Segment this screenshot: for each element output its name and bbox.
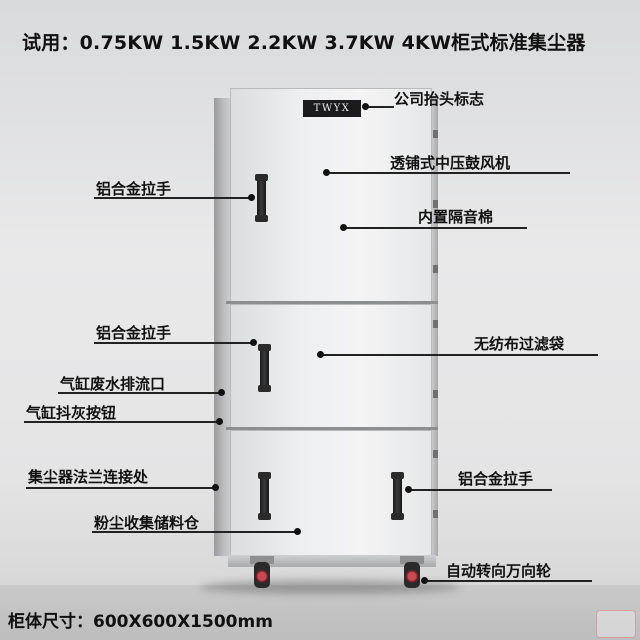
callout-flange: 集尘器法兰连接处 <box>28 468 149 486</box>
floor <box>0 585 640 640</box>
callout-drain-outlet: 气缸废水排流口 <box>60 375 166 393</box>
cabinet-base <box>228 555 436 567</box>
callout-handle-bot: 铝合金拉手 <box>458 470 534 488</box>
side-vent <box>433 320 438 328</box>
callout-shake-button: 气缸抖灰按钮 <box>26 404 117 422</box>
cabinet-left-side <box>214 98 232 556</box>
caster-mount <box>250 556 274 564</box>
door-handle-icon <box>258 472 271 520</box>
callout-line <box>94 197 252 199</box>
callout-casters: 自动转向万向轮 <box>446 562 552 580</box>
door-seam <box>226 301 438 304</box>
callout-dot <box>421 577 428 584</box>
callout-filter-bag: 无纺布过滤袋 <box>474 335 565 353</box>
door-handle-icon <box>391 472 404 520</box>
callout-dot <box>248 194 255 201</box>
callout-dot <box>216 418 223 425</box>
callout-dust-bin: 粉尘收集储料仓 <box>94 514 200 532</box>
side-vent <box>433 200 438 208</box>
callout-line <box>58 392 222 394</box>
callout-line <box>366 106 394 108</box>
callout-insulation: 内置隔音棉 <box>418 208 494 226</box>
callout-dot <box>218 389 225 396</box>
caster-wheel-icon <box>254 562 270 588</box>
callout-dot <box>340 224 347 231</box>
side-vent <box>433 510 438 518</box>
callout-dot <box>317 351 324 358</box>
door-handle-icon <box>258 344 271 392</box>
caster-wheel-icon <box>404 562 420 588</box>
door-handle-icon <box>255 174 268 222</box>
callout-dot <box>212 484 219 491</box>
side-vent <box>433 265 438 273</box>
page-headline: 试用：0.75KW 1.5KW 2.2KW 3.7KW 4KW柜式标准集尘器 <box>22 32 586 54</box>
callout-dot <box>362 103 369 110</box>
callout-line <box>410 489 552 491</box>
callout-dot <box>250 339 257 346</box>
side-vent <box>433 390 438 398</box>
watermark-logo-icon <box>596 610 636 638</box>
callout-handle-mid: 铝合金拉手 <box>96 324 172 342</box>
callout-line <box>94 342 254 344</box>
callout-dot <box>294 528 301 535</box>
company-logo-plate: TWYX <box>303 100 361 117</box>
callout-line <box>426 580 592 582</box>
cabinet-dimensions: 柜体尺寸：600X600X1500mm <box>8 612 273 632</box>
callout-blower: 透铺式中压鼓风机 <box>390 154 511 172</box>
door-seam <box>226 427 438 430</box>
callout-company-logo: 公司抬头标志 <box>394 90 485 108</box>
callout-line <box>24 421 220 423</box>
callout-line <box>328 172 570 174</box>
callout-handle-top: 铝合金拉手 <box>96 180 172 198</box>
caster-mount <box>400 556 424 564</box>
callout-dot <box>323 169 330 176</box>
callout-line <box>92 531 298 533</box>
callout-dot <box>405 486 412 493</box>
side-vent <box>433 450 438 458</box>
callout-line <box>322 354 598 356</box>
callout-line <box>26 487 216 489</box>
callout-line <box>345 227 527 229</box>
side-vent <box>433 130 438 138</box>
